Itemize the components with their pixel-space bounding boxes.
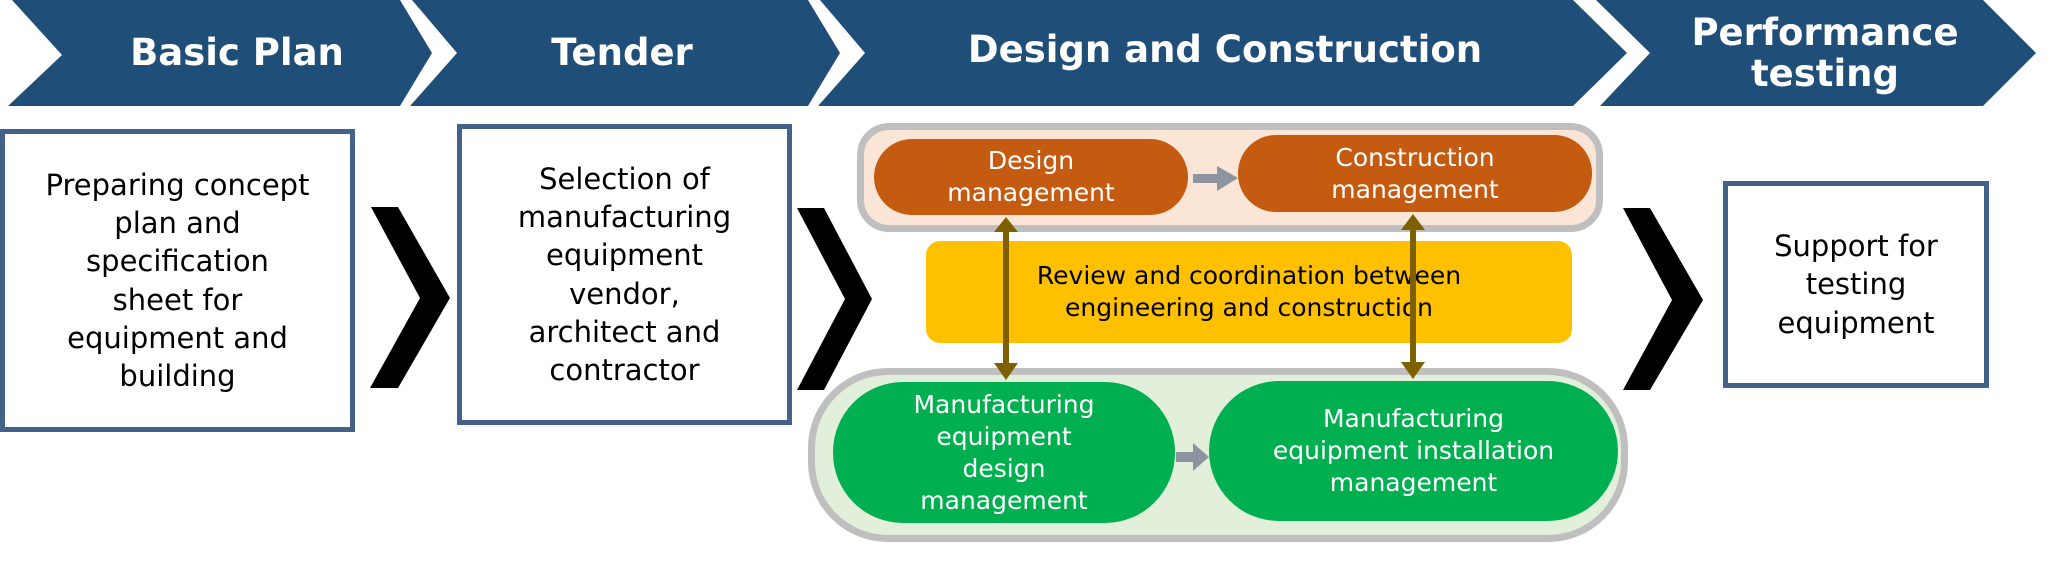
basic-plan-box: Preparing concept plan and specification…	[0, 129, 355, 432]
design-management-pill: Design management	[874, 139, 1188, 215]
step-chevron-1	[370, 207, 450, 388]
equipment-installation-management-label: Manufacturing equipment installation man…	[1272, 404, 1555, 497]
performance-testing-description: Support for testing equipment	[1774, 229, 1938, 340]
basic-plan-description: Preparing concept plan and specification…	[45, 167, 310, 394]
phase-chevron-tender	[410, 0, 840, 106]
phase-label-basic-plan: Basic Plan	[130, 30, 344, 74]
phase-label-tender: Tender	[551, 30, 693, 74]
tender-description: Selection of manufacturing equipment ven…	[517, 161, 732, 388]
design-management-label: Design management	[947, 146, 1115, 207]
step-chevron-3	[1623, 208, 1703, 390]
phase-chevron-performance-testing	[1596, 0, 2036, 106]
equipment-design-management-label: Manufacturing equipment design managemen…	[913, 389, 1095, 515]
equipment-installation-management-pill: Manufacturing equipment installation man…	[1209, 381, 1618, 521]
phase-label-performance-testing: Performance testing	[1691, 10, 1959, 95]
review-coordination-box: Review and coordination between engineer…	[926, 241, 1572, 343]
equipment-design-management-pill: Manufacturing equipment design managemen…	[833, 382, 1175, 523]
phase-label-design-construction: Design and Construction	[967, 27, 1483, 71]
performance-testing-box: Support for testing equipment	[1723, 181, 1989, 388]
tender-box: Selection of manufacturing equipment ven…	[457, 124, 792, 425]
review-coordination-label: Review and coordination between engineer…	[1036, 260, 1462, 323]
step-chevron-2	[797, 208, 872, 390]
construction-management-pill: Construction management	[1238, 135, 1592, 212]
phase-chevron-basic-plan	[8, 0, 432, 106]
construction-management-label: Construction management	[1331, 142, 1499, 204]
phase-chevron-design-construction	[818, 0, 1627, 106]
